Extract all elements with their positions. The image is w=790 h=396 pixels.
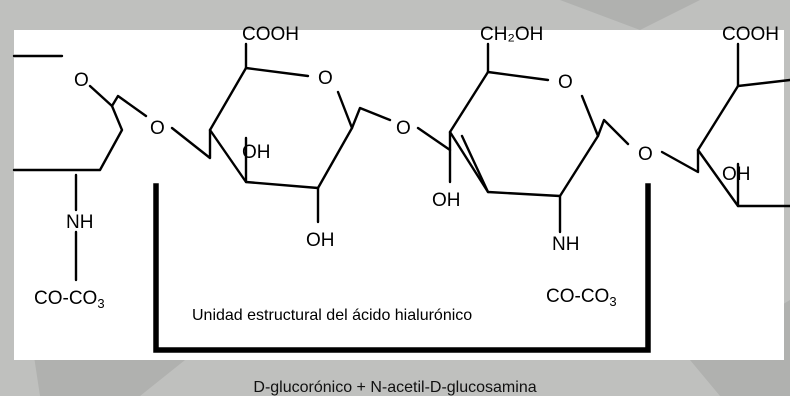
ring-oxygen-2: O (558, 72, 573, 93)
bond-lines (12, 42, 790, 282)
acetyl-right: CO-CO3 (546, 286, 617, 309)
footer-caption: D-glucorónico + N-acetil-D-glucosamina (253, 379, 536, 396)
label-ch2oh: CH₂OH (480, 24, 543, 45)
acetyl-left: CO-CO3 (34, 288, 105, 311)
hydroxyl-4: OH (722, 164, 751, 185)
structural-unit-bracket (153, 183, 651, 353)
structural-unit-caption: Unidad estructural del ácido hialurónico (192, 307, 472, 324)
glycosidic-oxygen-2: O (396, 118, 411, 139)
atom-labels: COOH CH₂OH COOH O O O O O O OH OH OH OH … (34, 24, 779, 311)
diagram-panel (14, 30, 784, 360)
glycosidic-oxygen-1: O (150, 118, 165, 139)
ring-oxygen-left: O (74, 70, 89, 91)
amine-left: NH (66, 212, 93, 233)
hydroxyl-3: OH (432, 190, 461, 211)
ring-oxygen-1: O (318, 68, 333, 89)
hydroxyl-2: OH (306, 230, 335, 251)
glycosidic-oxygen-3: O (638, 144, 653, 165)
label-cooh-left: COOH (242, 24, 299, 45)
hydroxyl-1: OH (242, 142, 271, 163)
label-cooh-right: COOH (722, 24, 779, 45)
amine-right: NH (552, 234, 579, 255)
